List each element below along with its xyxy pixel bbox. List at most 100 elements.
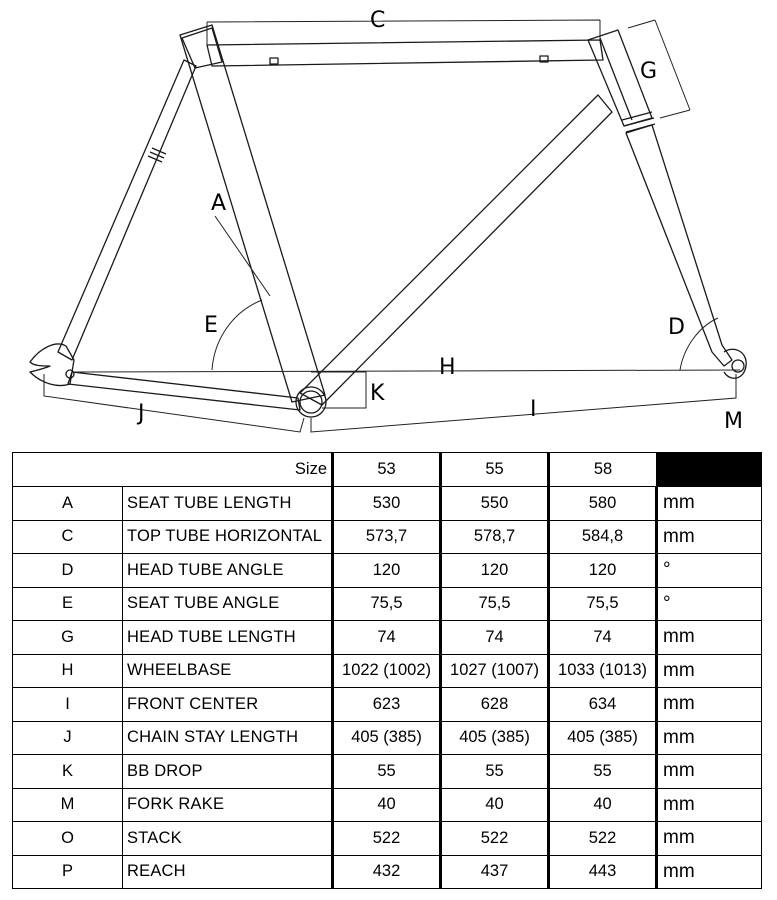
label-m: M [724,409,743,434]
cable-guide [269,55,549,65]
row-value-55: 40 [439,787,550,822]
row-code: A [12,486,123,521]
row-value-53: 55 [331,754,442,789]
label-g: G [640,59,657,84]
row-value-53: 522 [331,821,442,856]
dim-g-line [627,19,691,119]
dim-d-arc [679,317,719,371]
size-col-53: 53 [331,452,442,487]
row-code: O [12,821,123,856]
row-code: D [12,553,123,588]
rear-dropout [29,343,75,387]
row-name: HEAD TUBE ANGLE [121,553,334,588]
row-code: P [12,854,123,889]
row-value-55: 550 [439,486,550,521]
seat-stay-bridge [147,147,167,163]
dim-h-line [71,369,741,373]
row-unit: mm [655,486,763,521]
dim-k-line [311,371,367,409]
chain-stay [67,371,301,411]
row-code: I [12,687,123,722]
row-code: G [12,620,123,655]
dim-j-line [43,374,305,433]
row-unit: mm [655,787,763,822]
label-e: E [204,313,218,338]
row-code: C [12,519,123,554]
row-value-58: 443 [547,854,658,889]
row-value-53: 623 [331,687,442,722]
row-value-55: 1027 (1007) [439,653,550,688]
label-d: D [668,315,685,340]
row-name: REACH [121,854,334,889]
label-i: I [530,397,537,422]
dim-a-line [214,215,271,297]
row-value-55: 74 [439,620,550,655]
row-code: E [12,586,123,621]
bottom-bracket [295,386,327,418]
row-value-58: 580 [547,486,658,521]
fork [625,124,733,367]
row-value-55: 55 [439,754,550,789]
down-tube [299,94,613,406]
row-value-55: 628 [439,687,550,722]
row-value-53: 1022 (1002) [331,653,442,688]
row-name: WHEELBASE [121,653,334,688]
row-value-58: 75,5 [547,586,658,621]
seat-cluster [181,27,223,69]
seat-stay [57,59,197,361]
row-value-58: 522 [547,821,658,856]
row-code: M [12,787,123,822]
row-unit: mm [655,653,763,688]
row-name: BB DROP [121,754,334,789]
row-value-58: 55 [547,754,658,789]
row-name: CHAIN STAY LENGTH [121,720,334,755]
row-value-55: 75,5 [439,586,550,621]
row-unit: mm [655,620,763,655]
bottom-bracket-inner [299,390,323,414]
row-value-55: 120 [439,553,550,588]
row-value-58: 74 [547,620,658,655]
row-unit: mm [655,821,763,856]
row-value-53: 432 [331,854,442,889]
label-j: J [136,401,145,426]
header-black-cell [656,452,763,487]
top-tube [206,39,604,67]
row-value-53: 530 [331,486,442,521]
front-axle [731,359,745,373]
size-col-55: 55 [439,452,550,487]
row-name: FORK RAKE [121,787,334,822]
dim-i-line [310,374,737,433]
row-value-53: 120 [331,553,442,588]
row-name: SEAT TUBE LENGTH [121,486,334,521]
row-name: FRONT CENTER [121,687,334,722]
row-unit: mm [655,519,763,554]
label-c: C [370,8,385,33]
label-k: K [370,381,385,406]
row-value-55: 578,7 [439,519,550,554]
row-unit: mm [655,687,763,722]
size-label: Size [11,452,334,487]
fork-dropout [723,348,747,379]
row-code: J [12,720,123,755]
dim-c-line [206,19,601,45]
row-unit: ° [655,586,763,621]
frame-geometry-diagram: C G A E D H K J I M [29,8,747,434]
row-value-53: 74 [331,620,442,655]
row-value-58: 405 (385) [547,720,658,755]
row-value-53: 75,5 [331,586,442,621]
rear-axle [65,369,75,379]
row-value-53: 40 [331,787,442,822]
row-name: SEAT TUBE ANGLE [121,586,334,621]
row-value-58: 40 [547,787,658,822]
